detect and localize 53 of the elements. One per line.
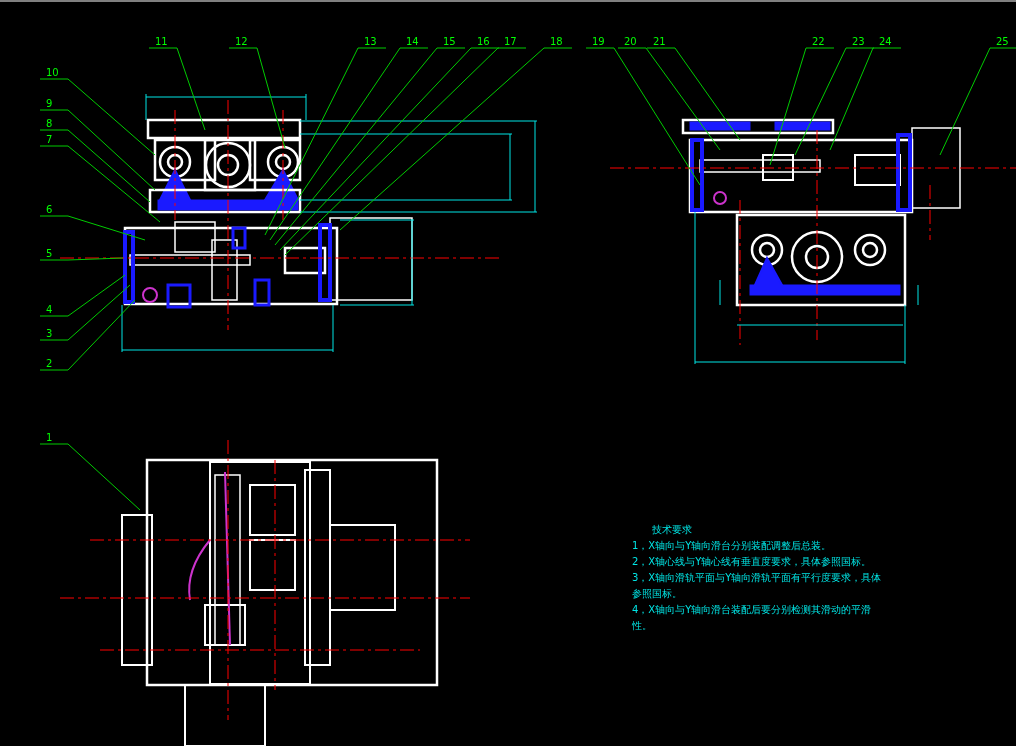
callout-number: 1 <box>46 432 53 444</box>
callout-number: 16 <box>477 36 490 48</box>
leader-line <box>829 47 902 151</box>
callout-number: 8 <box>46 118 53 130</box>
callout-number: 12 <box>235 36 248 48</box>
callout-number: 11 <box>155 36 168 48</box>
note-text: 2，X轴心线与Y轴心线有垂直度要求，具体参照国标。 <box>632 555 873 569</box>
leader-line <box>585 47 701 186</box>
leader-line <box>339 47 573 231</box>
callout-number: 20 <box>624 36 637 48</box>
leader-line <box>39 78 156 156</box>
leader-line <box>39 109 156 191</box>
leader-line <box>39 215 146 241</box>
leader-line <box>39 129 151 203</box>
callout-number: 24 <box>879 36 892 48</box>
callout-number: 5 <box>46 248 53 260</box>
callout-number: 7 <box>46 134 53 146</box>
callout-number: 14 <box>406 36 419 48</box>
leader-line <box>617 47 721 151</box>
callout-number: 23 <box>852 36 865 48</box>
callout-number: 15 <box>443 36 456 48</box>
note-text: 1，X轴向与Y轴向滑台分别装配调整后总装。 <box>632 539 833 553</box>
callout-number: 18 <box>550 36 563 48</box>
leader-line <box>794 47 875 156</box>
callout-number: 25 <box>996 36 1009 48</box>
callout-number: 3 <box>46 328 53 340</box>
note-heading: 技术要求 <box>652 523 692 537</box>
leader-line <box>39 274 126 317</box>
callout-number: 22 <box>812 36 825 48</box>
leader-line <box>269 47 429 241</box>
leader-line <box>39 284 131 341</box>
leader-line <box>769 47 835 166</box>
leader-line <box>939 47 1016 156</box>
leader-line <box>39 443 141 511</box>
leader-line <box>39 299 136 371</box>
callout-number: 4 <box>46 304 53 316</box>
leader-line <box>646 47 741 141</box>
leader-line <box>274 47 466 246</box>
callout-number: 6 <box>46 204 53 216</box>
callout-number: 19 <box>592 36 605 48</box>
callout-number: 21 <box>653 36 666 48</box>
leader-line <box>264 47 387 236</box>
callout-number: 10 <box>46 67 59 79</box>
leader-line <box>39 257 124 261</box>
leader-line <box>39 145 161 223</box>
leader-line <box>148 47 206 131</box>
callout-number: 17 <box>504 36 517 48</box>
callout-number: 9 <box>46 98 53 110</box>
callout-number: 2 <box>46 358 53 370</box>
note-text: 4，X轴向与Y轴向滑台装配后要分别检测其滑动的平滑性。 <box>632 603 873 633</box>
note-text: 3，X轴向滑轨平面与Y轴向滑轨平面有平行度要求，具体参照国标。 <box>632 571 882 601</box>
leader-line <box>228 47 286 149</box>
callout-number: 13 <box>364 36 377 48</box>
